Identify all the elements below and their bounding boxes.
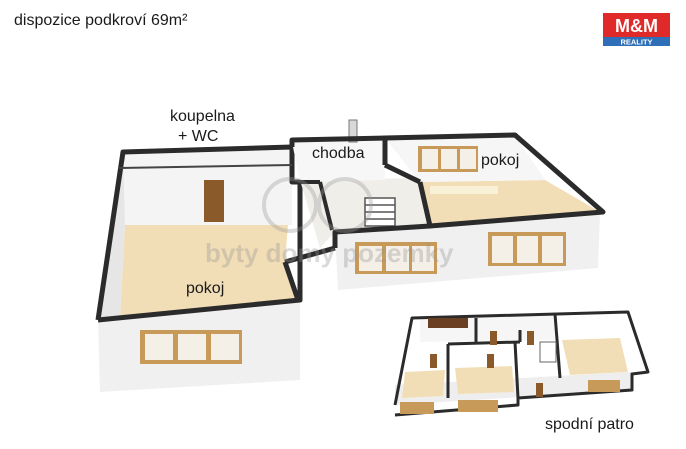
watermark-logo-icon: [262, 177, 373, 233]
stairs: [364, 197, 396, 227]
room-label-wc: + WC: [178, 128, 219, 145]
chimney: [348, 119, 358, 143]
attic-floor-plan: [95, 119, 606, 392]
lower-floor-plan: [393, 310, 650, 417]
watermark-text: byty domy pozemky: [205, 238, 454, 268]
logo-sub-text: REALITY: [620, 38, 652, 47]
lower-floor-caption: spodní patro: [545, 416, 634, 433]
room-label-bathroom: koupelna: [170, 108, 235, 125]
left-front-windows: [140, 330, 242, 364]
lower-mid-floor: [455, 366, 514, 394]
mm-reality-logo: M&M REALITY: [603, 13, 670, 46]
logo-main-text: M&M: [615, 16, 658, 36]
lower-right-floor: [562, 338, 628, 375]
left-room-floor: [120, 225, 298, 318]
page-title: dispozice podkroví 69m²: [14, 12, 188, 29]
hallway-back-wall: [292, 140, 385, 182]
room-label-left-room: pokoj: [186, 280, 225, 297]
middle-right-wall-top: [289, 132, 606, 248]
right-front-windows: [355, 232, 566, 274]
room-label-hallway: chodba: [312, 145, 365, 162]
right-back-windows: [418, 146, 478, 172]
bathroom-door: [204, 180, 224, 222]
room-label-right-room: pokoj: [481, 152, 520, 169]
lower-left-floor: [402, 370, 445, 398]
